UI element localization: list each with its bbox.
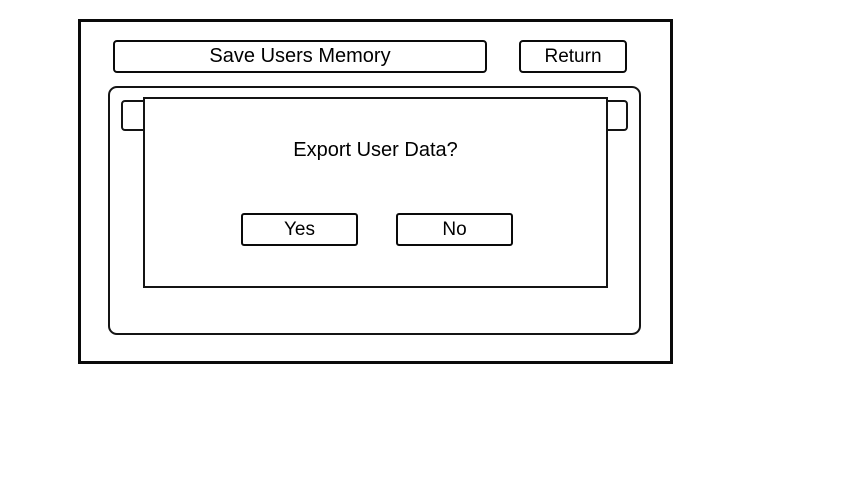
content-panel: Export User Data? Yes No — [108, 86, 641, 335]
dialog-question: Export User Data? — [293, 139, 458, 161]
yes-button[interactable]: Yes — [241, 213, 358, 246]
no-button[interactable]: No — [396, 213, 513, 246]
return-button[interactable]: Return — [519, 40, 627, 73]
export-confirm-dialog: Export User Data? Yes No — [143, 97, 608, 288]
window-frame: Save Users Memory Return Export User Dat… — [78, 19, 673, 364]
page-title: Save Users Memory — [113, 40, 487, 73]
